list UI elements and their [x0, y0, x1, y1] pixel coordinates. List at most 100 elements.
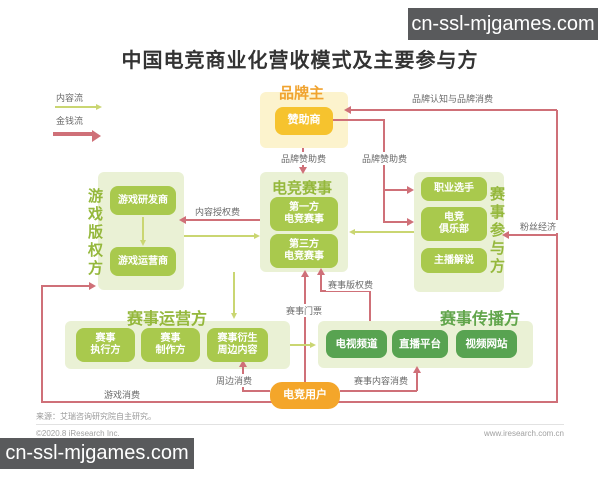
- node-streamers-casters-label: 主播解说: [434, 254, 474, 266]
- flow-users-to-broadcasters-horizontal: [340, 390, 417, 392]
- flow-developer-to-operator: [142, 217, 144, 241]
- flow-users-to-copyright-horizontal: [41, 285, 91, 287]
- footer-divider: [36, 424, 564, 425]
- label-event-tickets: 赛事门票: [284, 304, 325, 317]
- node-tv-channels: 电视频道: [326, 330, 387, 358]
- legend-money-flow-arrowhead-icon: [92, 130, 101, 142]
- legend-content-flow-arrow: [55, 106, 97, 108]
- legend-money-flow-arrow: [53, 132, 93, 136]
- node-esports-clubs: 电竞 俱乐部: [421, 207, 487, 241]
- node-event-executor-line1: 赛事: [95, 333, 116, 344]
- label-fan-economy: 粉丝经济: [518, 220, 559, 233]
- flow-copyright-to-events-arrowhead-icon: [254, 232, 260, 239]
- legend-content-flow-arrowhead-icon: [96, 103, 102, 110]
- flow-broadcasters-to-events-arrowhead-icon: [317, 268, 325, 275]
- flow-users-to-brand-arrowhead-icon: [344, 106, 351, 114]
- group-title-event-operators: 赛事运营方: [127, 311, 208, 328]
- label-content-license-fee: 内容授权费: [193, 205, 243, 218]
- flow-users-to-derivative-horizontal: [242, 390, 270, 392]
- flow-developer-to-operator-arrowhead-icon: [139, 240, 146, 246]
- node-sponsor-label: 赞助商: [287, 114, 321, 127]
- label-brand-sponsorship-right: 品牌赞助费: [360, 152, 410, 165]
- node-third-party-events: 第三方 电竞赛事: [270, 234, 338, 268]
- flow-broadcasters-to-events-horizontal: [320, 290, 371, 292]
- flow-events-to-copyright-arrowhead-icon: [179, 216, 186, 224]
- group-title-esports-events: 电竞赛事: [272, 180, 333, 197]
- flow-participants-to-events-arrowhead-icon: [349, 228, 355, 235]
- node-third-party-line1: 第三方: [289, 239, 319, 250]
- node-esports-clubs-line1: 电竞: [444, 212, 464, 223]
- node-event-producer-line1: 赛事: [160, 333, 181, 344]
- node-video-sites: 视频网站: [456, 330, 517, 358]
- flow-sponsor-to-participants-top: [333, 119, 385, 121]
- node-game-developer: 游戏研发商: [110, 186, 176, 215]
- flow-sponsor-to-participants-vertical: [383, 119, 385, 223]
- flow-events-to-operators-arrowhead-icon: [230, 313, 237, 319]
- label-merch-consumption: 周边消费: [214, 374, 255, 387]
- label-brand-sponsorship-left: 品牌赞助费: [279, 152, 329, 165]
- page-title: 中国电竞商业化营收模式及主要参与方: [121, 50, 479, 72]
- flow-events-to-operators-content: [233, 272, 235, 314]
- flow-operators-to-broadcasters-content: [290, 344, 312, 346]
- node-derivative-content-line1: 赛事衍生: [217, 333, 258, 344]
- node-game-operator: 游戏运营商: [110, 247, 176, 276]
- legend-money-flow-label: 金钱流: [56, 116, 84, 126]
- node-video-sites-label: 视频网站: [465, 337, 508, 350]
- watermark-bottom-left: cn-ssl-mjgames.com: [0, 438, 194, 469]
- node-pro-players-label: 职业选手: [434, 183, 474, 194]
- node-esports-users: 电竞用户: [270, 382, 340, 409]
- flow-users-to-participants: [508, 234, 557, 236]
- flow-users-to-broadcasters-vertical: [416, 373, 418, 391]
- flow-users-to-events: [304, 276, 306, 382]
- flow-operators-to-broadcasters-arrowhead-icon: [310, 341, 316, 348]
- node-game-developer-label: 游戏研发商: [118, 194, 168, 206]
- flow-events-to-copyright: [186, 219, 260, 221]
- node-game-operator-label: 游戏运营商: [118, 255, 168, 267]
- node-first-party-line2: 电竞赛事: [284, 214, 324, 225]
- flow-sponsor-to-events-arrowhead-icon: [299, 167, 307, 174]
- flow-sponsor-to-players-arrowhead-icon: [407, 186, 414, 194]
- node-esports-users-label: 电竞用户: [283, 388, 327, 401]
- label-event-copyright-fee: 赛事版权费: [326, 278, 376, 291]
- node-esports-clubs-line2: 俱乐部: [439, 224, 469, 235]
- node-tv-channels-label: 电视频道: [335, 337, 378, 350]
- flow-users-to-events-arrowhead-icon: [301, 270, 309, 277]
- flow-sponsor-to-clubs: [383, 221, 409, 223]
- flow-copyright-to-events-content: [184, 235, 256, 237]
- flow-users-to-brand-vertical: [556, 110, 558, 402]
- node-event-producer-line2: 制作方: [155, 345, 186, 356]
- flow-users-to-broadcasters-arrowhead-icon: [413, 366, 421, 373]
- node-first-party-events: 第一方 电竞赛事: [270, 197, 338, 231]
- watermark-top-right: cn-ssl-mjgames.com: [408, 8, 598, 40]
- flow-users-to-participants-arrowhead-icon: [502, 231, 509, 239]
- node-sponsor: 赞助商: [275, 107, 333, 135]
- group-title-event-participants: 赛事参与方: [488, 186, 505, 276]
- footer-url: www.iresearch.com.cn: [483, 429, 564, 438]
- node-event-producer: 赛事 制作方: [141, 328, 200, 362]
- flow-broadcasters-to-events-vertical: [369, 290, 371, 321]
- group-title-event-broadcasters: 赛事传播方: [440, 311, 521, 328]
- node-event-executor-line2: 执行方: [90, 345, 121, 356]
- flow-sponsor-to-clubs-arrowhead-icon: [407, 218, 414, 226]
- label-brand-awareness: 品牌认知与品牌消费: [410, 92, 496, 105]
- node-streamers-casters: 主播解说: [421, 248, 487, 273]
- node-live-platforms-label: 直播平台: [399, 337, 441, 350]
- flow-sponsor-to-players: [383, 189, 409, 191]
- flow-users-to-brand-horizontal: [350, 109, 557, 111]
- footer-copyright: ©2020.8 iResearch Inc.: [36, 429, 120, 438]
- node-derivative-content-line2: 周边内容: [217, 345, 258, 356]
- node-derivative-content: 赛事衍生 周边内容: [207, 328, 268, 362]
- node-third-party-line2: 电竞赛事: [284, 251, 324, 262]
- flow-users-to-copyright-arrowhead-icon: [89, 282, 96, 290]
- group-title-brand: 品牌主: [279, 85, 325, 102]
- node-event-executor: 赛事 执行方: [76, 328, 135, 362]
- flow-users-to-copyright-vertical: [41, 285, 43, 402]
- group-title-game-copyright: 游戏版权方: [86, 188, 103, 278]
- flow-users-to-derivative-arrowhead-icon: [239, 360, 247, 367]
- node-live-platforms: 直播平台: [392, 330, 448, 358]
- legend-content-flow-label: 内容流: [56, 93, 84, 103]
- label-game-consumption: 游戏消费: [102, 388, 143, 401]
- flow-participants-to-events-content: [354, 231, 414, 233]
- node-first-party-line1: 第一方: [289, 202, 319, 213]
